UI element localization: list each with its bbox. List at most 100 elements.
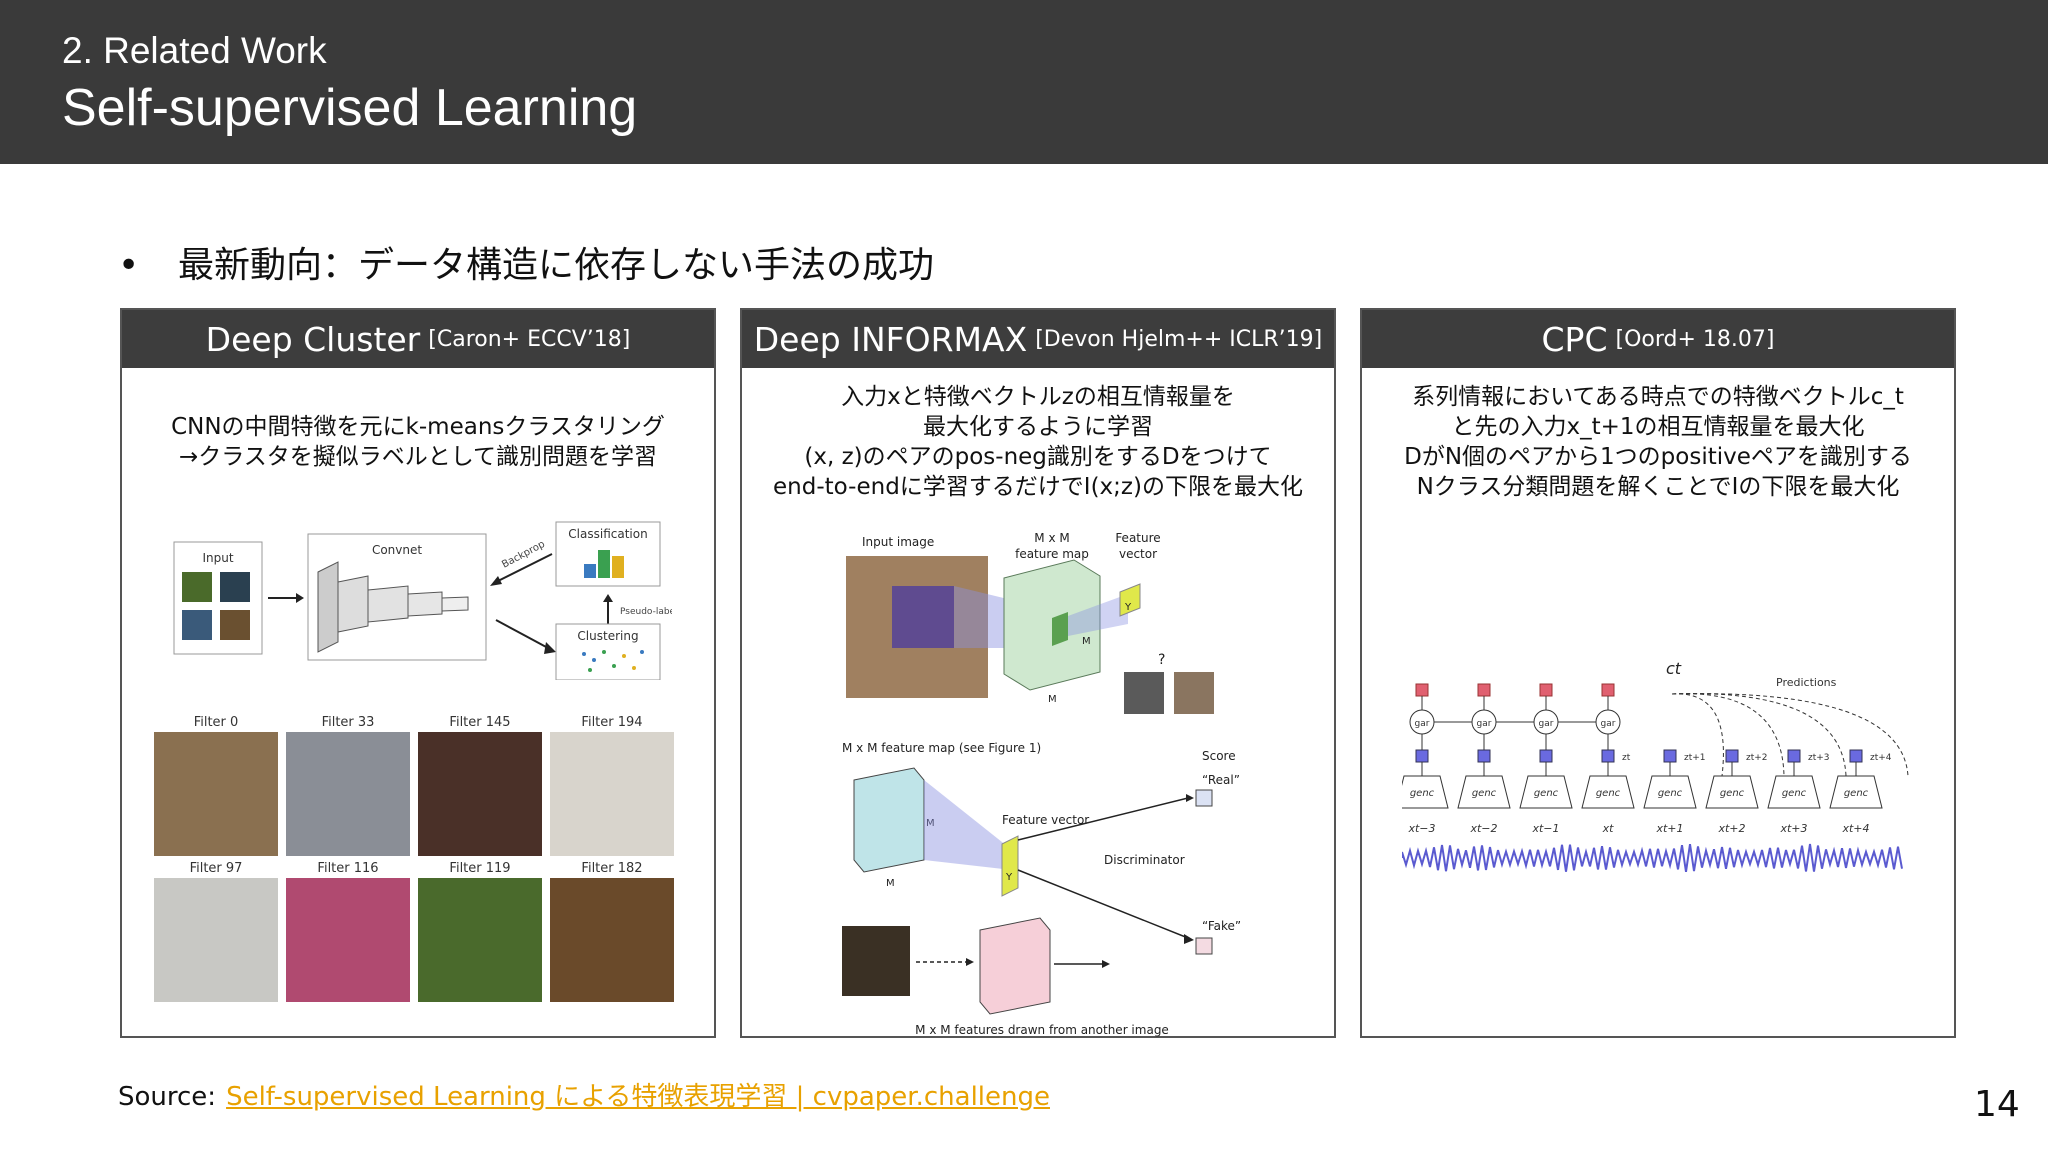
discriminator-label: Discriminator <box>1104 853 1185 867</box>
output-node <box>1477 683 1491 697</box>
description-line: 入力xと特徴ベクトルzの相互情報量を <box>841 384 1235 410</box>
filter-label: Filter 116 <box>317 861 378 876</box>
y-label: Y <box>1124 602 1132 613</box>
panel-description: 入力xと特徴ベクトルzの相互情報量を 最大化するように学習 (x, z)のペアの… <box>742 382 1334 502</box>
gar-label: gar <box>1415 719 1430 729</box>
layer-block <box>317 561 339 653</box>
panel-header: Deep Cluster [Caron+ ECCV’18] <box>122 310 714 368</box>
z-label: zt+2 <box>1746 753 1768 763</box>
feature-vector <box>1001 835 1019 897</box>
arrow-head <box>1186 794 1194 802</box>
real-label: “Real” <box>1202 773 1240 787</box>
arrow-head <box>1184 934 1194 944</box>
m-label: M <box>1048 694 1057 705</box>
description-line: CNNの中間特徴を元にk-meansクラスタリング <box>171 414 665 440</box>
panel-header: CPC [Oord+ 18.07] <box>1362 310 1954 368</box>
clustering-label: Clustering <box>577 629 638 643</box>
feature-vector-label: Feature vector <box>1002 813 1089 827</box>
arrow-line <box>1017 797 1189 841</box>
cluster-dot <box>622 654 626 658</box>
method-name: Deep INFORMAX <box>753 319 1028 359</box>
input-image-label: Input image <box>862 535 934 549</box>
description-line: 最大化するように学習 <box>923 414 1153 440</box>
source-label: Source: <box>118 1082 217 1112</box>
method-citation: [Oord+ 18.07] <box>1615 326 1775 352</box>
filter-visualization-grid: Filter 0 Filter 33 Filter 145 Filter 194… <box>154 715 674 1002</box>
panel-header: Deep INFORMAX [Devon Hjelm++ ICLR’19] <box>742 310 1334 368</box>
mxm-map-label: M x M feature map (see Figure 1) <box>842 741 1041 755</box>
cpc-architecture-diagram: gargencxt−3gargencxt−2gargencxt−1garztge… <box>1402 659 1909 872</box>
x-label: xt−1 <box>1531 822 1559 835</box>
ct-label: ct <box>1666 659 1682 678</box>
cluster-dot <box>582 652 586 656</box>
filter-label: Filter 119 <box>449 861 510 876</box>
infomax-encoder-diagram: Input image M x M feature map Feature ve… <box>846 532 1214 714</box>
output-node <box>1601 683 1615 697</box>
method-citation: [Caron+ ECCV’18] <box>428 326 631 352</box>
filter-image <box>418 732 542 856</box>
latent-node <box>1663 749 1677 763</box>
convnet-label: Convnet <box>372 543 422 557</box>
gar-label: gar <box>1601 719 1616 729</box>
z-label: zt+4 <box>1870 753 1892 763</box>
latent-node <box>1601 749 1615 763</box>
filter-image <box>154 732 278 856</box>
cluster-dot <box>588 668 592 672</box>
latent-node <box>1415 749 1429 763</box>
source-citation: Source: Self-supervised Learning による特徴表現学… <box>118 1076 1050 1113</box>
arrow-head <box>296 593 304 603</box>
x-label: xt <box>1602 822 1615 835</box>
filter-label: Filter 33 <box>322 715 375 730</box>
panel-description: 系列情報においてある時点での特徴ベクトルc_t と先の入力x_t+1の相互情報量… <box>1362 382 1954 502</box>
input-thumbnail <box>182 610 212 640</box>
prediction-arc <box>1671 693 1724 777</box>
y-label: Y <box>1005 872 1013 883</box>
input-thumbnail <box>182 572 212 602</box>
panel-deep-cluster: Deep Cluster [Caron+ ECCV’18] CNNの中間特徴を元… <box>120 308 716 1038</box>
arrow-line <box>1017 869 1189 939</box>
arrow-head <box>544 642 556 654</box>
receptive-field-highlight <box>892 586 954 648</box>
filter-label: Filter 145 <box>449 715 510 730</box>
method-citation: [Devon Hjelm++ ICLR’19] <box>1035 326 1323 352</box>
class-bar <box>584 564 596 578</box>
infomax-discriminator-diagram: M x M feature map (see Figure 1) Score M… <box>842 741 1241 1037</box>
bullet-marker: • <box>118 245 140 286</box>
predictions-label: Predictions <box>1776 676 1837 689</box>
latent-node <box>1539 749 1553 763</box>
cluster-dot <box>632 666 636 670</box>
genc-encoder <box>1643 775 1697 809</box>
question-mark: ? <box>1158 652 1165 668</box>
fake-label: “Fake” <box>1202 919 1241 933</box>
layer-block <box>337 575 369 633</box>
page-number: 14 <box>1974 1084 2020 1125</box>
prediction-arc <box>1671 693 1909 777</box>
m-label: M <box>1082 636 1091 647</box>
arrow-line <box>495 553 553 583</box>
real-score-box <box>1195 789 1213 807</box>
feature-column <box>1052 612 1068 646</box>
x-label: xt+2 <box>1717 822 1745 835</box>
genc-encoder <box>1705 775 1759 809</box>
arrow-head <box>490 576 502 586</box>
section-label: 2. Related Work <box>62 30 327 71</box>
filter-label: Filter 182 <box>581 861 642 876</box>
input-thumbnail <box>220 572 250 602</box>
feature-map-cube <box>853 767 925 873</box>
dog-image <box>1174 672 1214 714</box>
projection-cone <box>924 780 1012 870</box>
cluster-dot <box>612 664 616 668</box>
filter-label: Filter 194 <box>581 715 642 730</box>
negative-feature-map <box>979 917 1051 1015</box>
method-name: Deep Cluster <box>205 319 421 359</box>
source-link[interactable]: Self-supervised Learning による特徴表現学習 | cvp… <box>226 1082 1050 1112</box>
description-line: と先の入力x_t+1の相互情報量を最大化 <box>1451 414 1865 440</box>
genc-label: genc <box>1658 788 1683 799</box>
output-node <box>1415 683 1429 697</box>
latent-node <box>1849 749 1863 763</box>
genc-label: genc <box>1410 788 1435 799</box>
genc-label: genc <box>1720 788 1745 799</box>
method-name: CPC <box>1541 319 1608 359</box>
gar-label: gar <box>1477 719 1492 729</box>
class-bar <box>598 550 610 578</box>
